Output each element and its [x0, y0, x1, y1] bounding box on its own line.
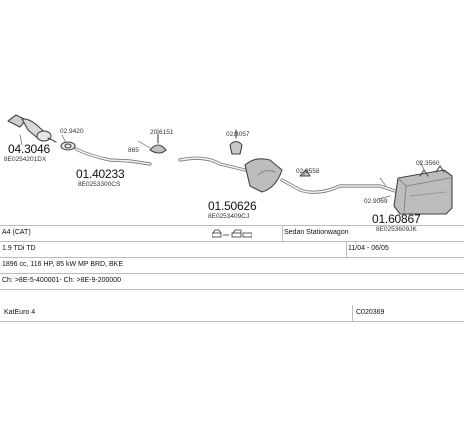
catalog-code-label: C020369 — [356, 309, 385, 316]
spec-row-notes: KatEuro 4 C020369 — [0, 305, 464, 321]
divider — [0, 289, 464, 290]
gasket-part — [60, 141, 76, 151]
part-ref-centre-muffler: 8E0253409CJ — [208, 213, 250, 220]
column-divider — [352, 305, 353, 321]
exhaust-diagram: 04.3046 8E0254201DX 01.40233 8E0253300CS… — [4, 114, 453, 233]
part-number-front-pipe: 01.40233 — [76, 167, 125, 181]
accessory-number-6: 02.9069 — [364, 198, 388, 205]
column-divider — [346, 241, 347, 257]
exhaust-drawing — [7, 114, 453, 215]
part-ref-front-pipe: 8E0253300CS — [78, 181, 121, 188]
divider — [0, 225, 464, 226]
car-body-icon — [212, 229, 252, 238]
accessory-number-5: 02.3560 — [416, 160, 440, 167]
catalytic-converter — [7, 114, 57, 143]
divider — [0, 321, 464, 322]
engine-label: 1.9 TDi TD — [2, 245, 36, 252]
rubber-mount-1 — [149, 133, 167, 154]
divider — [0, 273, 464, 274]
centre-muffler — [244, 158, 283, 193]
spec-row-model: A4 (CAT) Sedan Stationwagon — [0, 225, 464, 241]
model-label: A4 (CAT) — [2, 229, 31, 236]
accessory-number-7: 865 — [128, 147, 139, 154]
hanger-2 — [229, 129, 243, 155]
part-number-centre-muffler: 01.50626 — [208, 199, 257, 213]
accessory-number-3: 02.3057 — [226, 131, 250, 138]
notes-label: KatEuro 4 — [4, 309, 36, 316]
hanger-3 — [299, 169, 311, 177]
accessory-number-2: 20.6151 — [150, 129, 174, 136]
part-number-front-pipe-cat: 04.3046 — [8, 142, 50, 156]
divider — [0, 257, 464, 258]
engine-detail-label: 1896 cc, 116 HP, 85 kW MP BRD, BKE — [2, 261, 123, 268]
date-range-label: 11/04 - 06/05 — [348, 245, 389, 252]
rear-muffler — [393, 169, 453, 215]
spec-row-engine-detail: 1896 cc, 116 HP, 85 kW MP BRD, BKE — [0, 257, 464, 273]
chassis-label: Ch: >8E-5-400001- Ch: >8E-9-200000 — [2, 277, 122, 284]
spec-row-chassis: Ch: >8E-5-400001- Ch: >8E-9-200000 — [0, 273, 464, 289]
part-number-rear-muffler: 01.60867 — [372, 212, 421, 226]
accessory-number-4: 02.9558 — [296, 168, 320, 175]
leader-lines — [19, 128, 425, 200]
part-ref-rear-muffler: 8E0253609JK — [376, 226, 417, 233]
divider — [0, 241, 464, 242]
spec-row-engine: 1.9 TDi TD 11/04 - 06/05 — [0, 241, 464, 257]
part-ref-front-pipe-cat: 8E0254201DX — [4, 156, 47, 163]
body-type-label: Sedan Stationwagon — [284, 229, 349, 236]
column-divider — [282, 225, 283, 241]
accessory-number-1: 02.9420 — [60, 128, 84, 135]
